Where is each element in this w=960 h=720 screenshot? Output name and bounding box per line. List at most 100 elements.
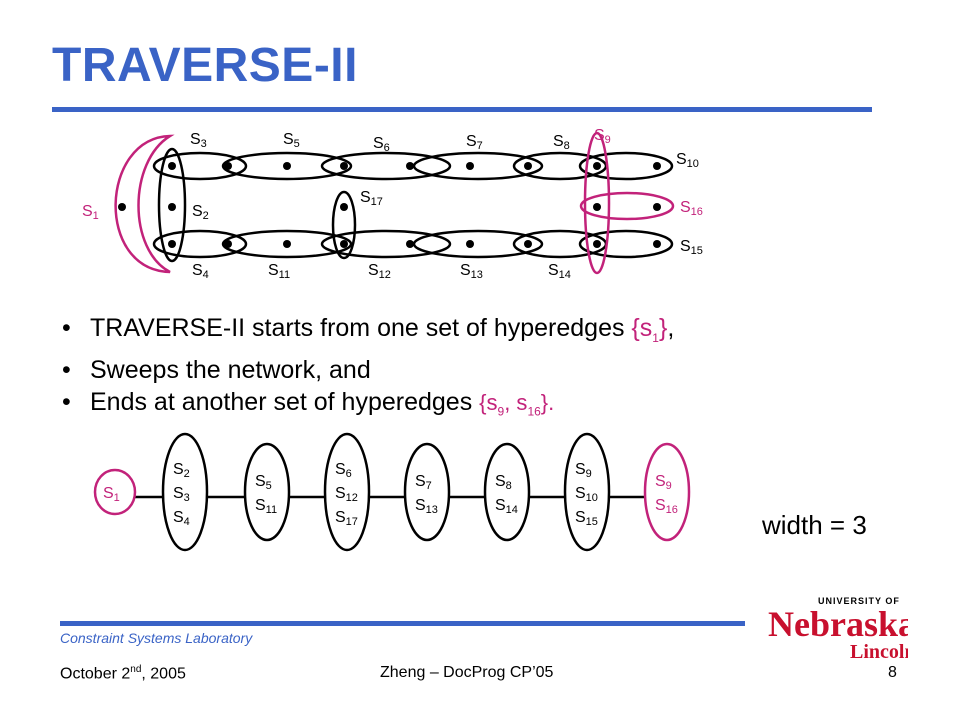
- node: [653, 240, 661, 248]
- cluster-label: S8: [495, 473, 512, 492]
- cluster-node: [643, 442, 691, 542]
- label-s14: S14: [548, 262, 571, 281]
- node: [593, 162, 601, 170]
- node: [118, 203, 126, 211]
- footer-rule: [60, 621, 745, 626]
- cluster-label: S1: [103, 485, 120, 504]
- cluster-label: S2: [173, 461, 190, 480]
- logo-campus: Lincoln: [850, 641, 908, 663]
- node: [283, 240, 291, 248]
- lab-name: Constraint Systems Laboratory: [60, 630, 253, 646]
- node: [340, 203, 348, 211]
- node: [653, 203, 661, 211]
- node: [466, 240, 474, 248]
- cluster-node: [483, 442, 531, 542]
- hyperedge-s16: [579, 191, 675, 221]
- node: [466, 162, 474, 170]
- cluster-label: S15: [575, 509, 598, 528]
- cluster-label: S4: [173, 509, 190, 528]
- node: [224, 162, 232, 170]
- footer-date: October 2nd, 2005: [60, 664, 186, 683]
- cluster-node: [93, 468, 137, 516]
- label-s2: S2: [192, 203, 209, 222]
- label-s6: S6: [373, 135, 390, 154]
- cluster-label: S9: [575, 461, 592, 480]
- hyperedge-s11: [221, 229, 353, 259]
- node: [168, 203, 176, 211]
- hyperedge-s1: [114, 134, 175, 274]
- university-logo: UNIVERSITY OF Nebraska Lincoln: [768, 596, 908, 663]
- bullet-item: •Sweeps the network, and: [62, 356, 371, 384]
- label-s15: S15: [680, 238, 703, 257]
- cluster-label: S3: [173, 485, 190, 504]
- width-label: width = 3: [762, 510, 867, 540]
- cluster-label: S14: [495, 497, 518, 516]
- node: [168, 240, 176, 248]
- node: [653, 162, 661, 170]
- hyperedge-s2: [157, 147, 187, 263]
- label-s16: S16: [680, 199, 703, 218]
- cluster-label: S17: [335, 509, 358, 528]
- cluster-node: [323, 432, 371, 552]
- hyperedge-s10: [578, 151, 674, 181]
- label-s8: S8: [553, 133, 570, 152]
- cluster-label: S5: [255, 473, 272, 492]
- node: [524, 162, 532, 170]
- cluster-node: [563, 432, 611, 552]
- label-s9: S9: [594, 127, 611, 146]
- label-s12: S12: [368, 262, 391, 281]
- cluster-label: S10: [575, 485, 598, 504]
- node: [168, 162, 176, 170]
- cluster-node: [161, 432, 209, 552]
- node: [593, 240, 601, 248]
- hyperedge-s15: [578, 229, 674, 259]
- node: [406, 162, 414, 170]
- title-rule: [52, 107, 872, 112]
- node: [593, 203, 601, 211]
- cluster-label: S6: [335, 461, 352, 480]
- variable-nodes: [118, 162, 661, 248]
- slide-title: TRAVERSE-II: [52, 39, 358, 92]
- label-s4: S4: [192, 262, 209, 281]
- logo-university: UNIVERSITY OF: [818, 596, 900, 606]
- hyperedge-s4: [152, 229, 248, 259]
- cluster-label: S16: [655, 497, 678, 516]
- label-s1: S1: [82, 203, 99, 222]
- hyperedge-s3: [152, 151, 248, 181]
- label-s7: S7: [466, 133, 483, 152]
- label-s3: S3: [190, 131, 207, 150]
- bullet-item: •TRAVERSE-II starts from one set of hype…: [62, 314, 675, 345]
- label-s17: S17: [360, 189, 383, 208]
- cluster-node: [243, 442, 291, 542]
- bullet-list: •TRAVERSE-II starts from one set of hype…: [62, 312, 674, 427]
- cluster-label: S13: [415, 497, 438, 516]
- logo-name: Nebraska: [768, 604, 908, 644]
- node: [283, 162, 291, 170]
- node: [524, 240, 532, 248]
- start-set: {s1}: [631, 314, 668, 345]
- label-s13: S13: [460, 262, 483, 281]
- cluster-label: S7: [415, 473, 432, 492]
- label-s10: S10: [676, 151, 699, 170]
- end-set: {s9, s16}.: [479, 390, 555, 419]
- hyperedge-s9: [583, 131, 611, 275]
- cluster-label: S9: [655, 473, 672, 492]
- cluster-label: S12: [335, 485, 358, 504]
- hyperedge-s17: [331, 190, 357, 260]
- bullet-item: •Ends at another set of hyperedges {s9, …: [62, 388, 555, 419]
- node: [406, 240, 414, 248]
- cluster-node: [403, 442, 451, 542]
- page-number: 8: [888, 664, 897, 681]
- hyperedge-s5: [221, 151, 353, 181]
- label-s11: S11: [268, 262, 290, 281]
- node: [340, 162, 348, 170]
- footer-author: Zheng – DocProg CP’05: [380, 664, 554, 681]
- node: [340, 240, 348, 248]
- label-s5: S5: [283, 131, 300, 150]
- cluster-label: S11: [255, 497, 277, 516]
- hyperedge-s6: [320, 151, 452, 181]
- hyperedge-s12: [320, 229, 452, 259]
- node: [224, 240, 232, 248]
